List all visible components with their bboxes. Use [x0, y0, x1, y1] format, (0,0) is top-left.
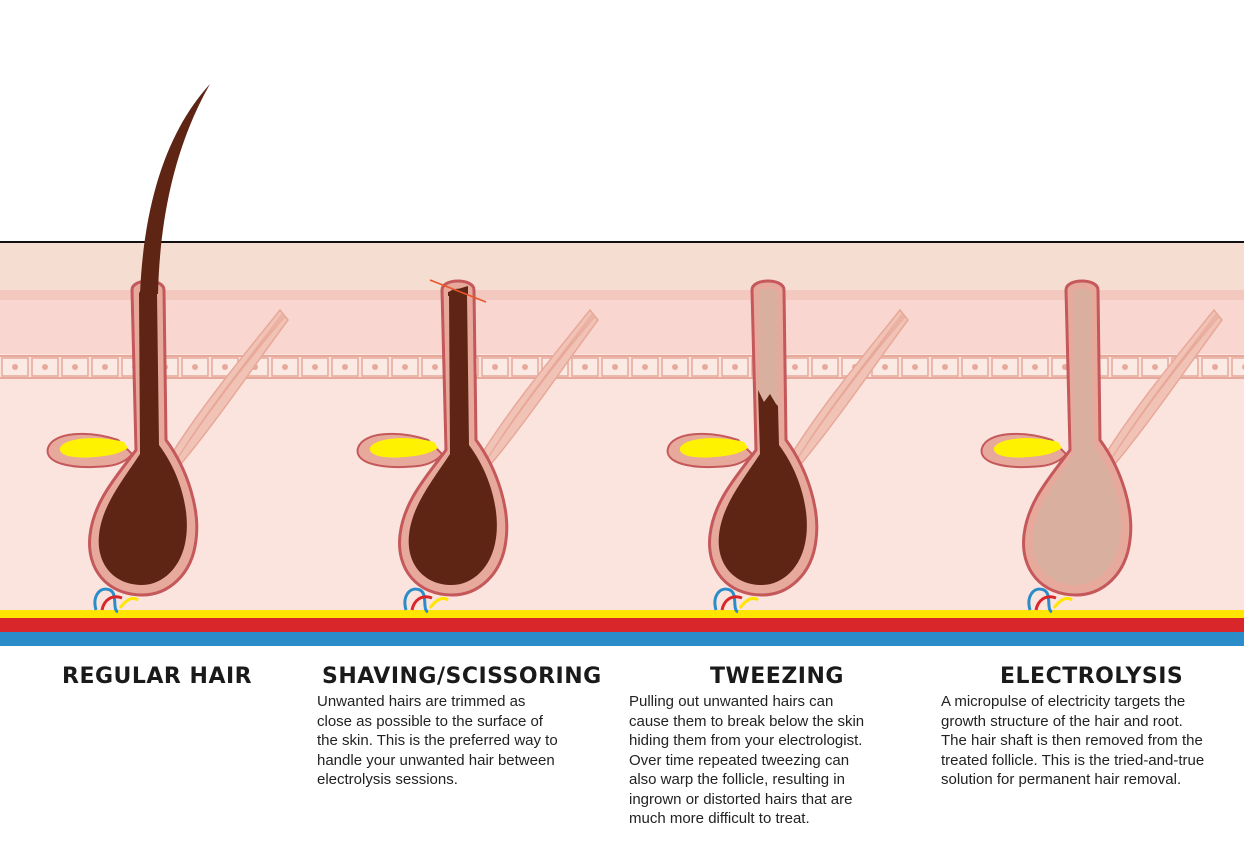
vein-loop — [1027, 587, 1053, 614]
panel-desc-tweezing: Pulling out unwanted hairs can cause the… — [629, 692, 919, 829]
desc-line: close as possible to the surface of — [317, 712, 543, 730]
skin-dermis-layer — [0, 300, 1244, 354]
nerve-line — [0, 610, 1244, 618]
sebaceous-gland — [59, 438, 128, 458]
sebaceous-gland — [679, 438, 748, 458]
follicle-shaved — [356, 279, 599, 614]
arrector-muscle — [167, 308, 289, 472]
artery-loop — [410, 595, 433, 611]
skin-cell — [1231, 357, 1244, 377]
artery-loop — [720, 595, 743, 611]
nerve-loop — [1052, 596, 1073, 609]
vein-loop — [713, 587, 739, 614]
follicle-electrolysis — [980, 279, 1223, 614]
panel-title-electrolysis: ELECTROLYSIS — [1000, 664, 1184, 689]
arrector-muscle — [787, 308, 909, 472]
desc-line: ingrown or distorted hairs that are — [629, 790, 853, 808]
desc-line: solution for permanent hair removal. — [941, 771, 1182, 788]
panel-title-regular-hair: REGULAR HAIR — [62, 664, 253, 689]
desc-line: electrolysis sessions. — [317, 771, 458, 788]
panel-desc-shaving: Unwanted hairs are trimmed as close as p… — [317, 692, 607, 790]
follicle-regular — [46, 84, 289, 614]
desc-line: The hair shaft is then removed from the — [941, 732, 1203, 749]
desc-line: Unwanted hairs are trimmed as — [317, 693, 526, 710]
cell-row — [0, 355, 1244, 379]
panel-title-shaving: SHAVING/SCISSORING — [322, 664, 602, 689]
broken-hair — [718, 390, 807, 585]
desc-line: Pulling out unwanted hairs can — [629, 693, 834, 710]
nerve-loop — [738, 596, 759, 609]
desc-line: much more difficult to treat. — [629, 810, 810, 827]
panel-title-tweezing: TWEEZING — [710, 664, 844, 689]
artery-loop — [1034, 595, 1057, 611]
hair-strand — [140, 84, 210, 294]
panel-desc-electrolysis: A micropulse of electricity targets the … — [941, 692, 1241, 790]
cut-line — [429, 279, 487, 303]
desc-line: the skin. This is the preferred way to — [317, 732, 558, 749]
desc-line: hiding them from your electrologist. — [629, 732, 863, 749]
sebaceous-gland — [369, 438, 438, 458]
desc-line: A micropulse of electricity targets the — [941, 693, 1186, 710]
desc-line: growth structure of the hair and root. — [941, 712, 1183, 730]
artery-line — [0, 618, 1244, 632]
arrector-muscle — [477, 308, 599, 472]
sebaceous-gland — [993, 438, 1062, 458]
nerve-loop — [428, 596, 449, 609]
artery-loop — [100, 595, 123, 611]
follicle-tweezed — [666, 279, 909, 614]
hair-removal-diagram — [0, 84, 1244, 646]
desc-line: cause them to break below the skin — [629, 712, 865, 730]
skin-band-line — [0, 290, 1244, 300]
nerve-loop — [118, 596, 139, 609]
vein-loop — [93, 587, 119, 614]
desc-line: also warp the follicle, resulting in — [629, 771, 845, 788]
desc-line: treated follicle. This is the tried-and-… — [941, 751, 1205, 769]
arrector-muscle — [1101, 308, 1223, 472]
skin-surface-layer — [0, 242, 1244, 292]
vein-loop — [403, 587, 429, 614]
desc-line: Over time repeated tweezing can — [629, 751, 850, 769]
desc-line: handle your unwanted hair between — [317, 751, 555, 769]
vein-line — [0, 632, 1244, 646]
